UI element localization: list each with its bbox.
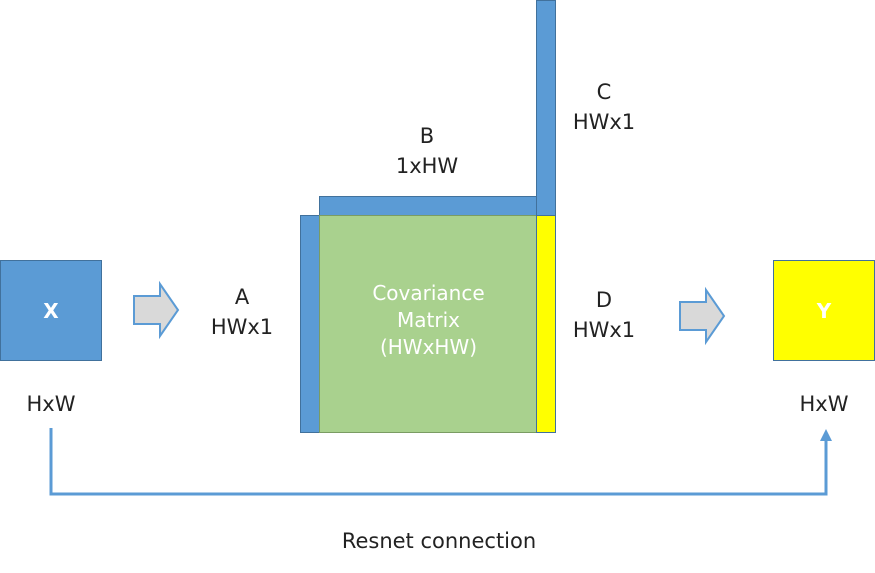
arrow-head-icon <box>820 429 832 441</box>
matrix-title-line3: (HWxHW) <box>379 335 478 359</box>
input-box-x: X <box>0 260 102 361</box>
covariance-matrix: Covariance Matrix (HWxHW) <box>319 215 538 433</box>
right-arrow-icon-2 <box>679 286 726 346</box>
vector-a-name: A <box>234 285 250 309</box>
vector-d-name: D <box>595 288 613 312</box>
vector-d-dims: HWx1 <box>572 318 636 342</box>
output-box-y: Y <box>773 260 875 361</box>
vector-d-bar <box>536 215 556 433</box>
vector-a-dims: HWx1 <box>210 315 274 339</box>
output-label: Y <box>816 298 832 323</box>
vector-c-name: C <box>596 80 612 104</box>
vector-b-dims: 1xHW <box>395 154 459 178</box>
matrix-title-line1: Covariance <box>372 281 485 305</box>
vector-c-dims: HWx1 <box>572 110 636 134</box>
vector-d-label: D HWx1 <box>562 285 646 345</box>
vector-b-label: B 1xHW <box>380 121 474 181</box>
input-label: X <box>43 298 59 323</box>
right-arrow-icon <box>133 280 180 340</box>
resnet-label: Resnet connection <box>341 529 537 553</box>
input-dims: HxW <box>26 392 76 416</box>
vector-a-label: A HWx1 <box>200 282 284 342</box>
vector-b-name: B <box>419 124 435 148</box>
vector-c-label: C HWx1 <box>562 77 646 137</box>
output-dims: HxW <box>799 392 849 416</box>
matrix-title-line2: Matrix <box>397 308 460 332</box>
